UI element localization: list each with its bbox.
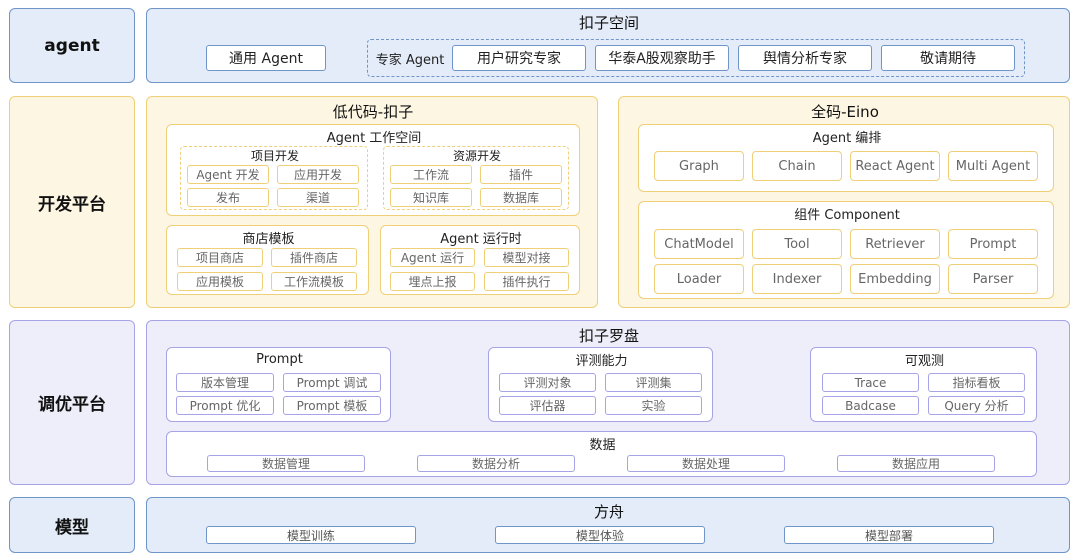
resource-item: 工作流 bbox=[390, 165, 472, 184]
orchestration-item: React Agent bbox=[850, 151, 940, 181]
eval-box: 评测能力 评测对象 评测集 评估器 实验 bbox=[488, 347, 713, 422]
component-box: 组件 Component ChatModel Tool Retriever Pr… bbox=[638, 201, 1054, 299]
orchestration-item: Multi Agent bbox=[948, 151, 1038, 181]
project-item: Agent 开发 bbox=[187, 165, 269, 184]
project-item: 应用开发 bbox=[277, 165, 359, 184]
prompt-item: Prompt 优化 bbox=[176, 396, 274, 415]
row-label-tune: 调优平台 bbox=[9, 320, 135, 485]
eval-item: 评测对象 bbox=[499, 373, 596, 392]
lowcode-panel: 低代码-扣子 Agent 工作空间 项目开发 Agent 开发 应用开发 发布 … bbox=[146, 96, 598, 308]
workspace-title: Agent 工作空间 bbox=[326, 130, 422, 146]
fullcode-title: 全码-Eino bbox=[811, 102, 879, 121]
fullcode-panel: 全码-Eino Agent 编排 Graph Chain React Agent… bbox=[618, 96, 1070, 308]
orchestration-item: Graph bbox=[654, 151, 744, 181]
model-item: 模型体验 bbox=[495, 526, 705, 544]
project-dev-title: 项目开发 bbox=[250, 149, 299, 163]
model-panel-title: 方舟 bbox=[593, 502, 624, 521]
runtime-item: 插件执行 bbox=[484, 272, 569, 291]
component-item: ChatModel bbox=[654, 229, 744, 259]
project-dev-group: 项目开发 Agent 开发 应用开发 发布 渠道 bbox=[180, 146, 368, 210]
row-label-agent: agent bbox=[9, 8, 135, 83]
model-panel: 方舟 模型训练 模型体验 模型部署 bbox=[146, 497, 1070, 553]
data-item: 数据管理 bbox=[207, 455, 365, 472]
eval-item: 评测集 bbox=[605, 373, 702, 392]
observe-item: Query 分析 bbox=[928, 396, 1025, 415]
eval-item: 评估器 bbox=[499, 396, 596, 415]
component-item: Tool bbox=[752, 229, 842, 259]
lowcode-title: 低代码-扣子 bbox=[332, 102, 414, 121]
expert-item: 华泰A股观察助手 bbox=[595, 45, 729, 71]
observe-item: Trace bbox=[822, 373, 919, 392]
component-item: Retriever bbox=[850, 229, 940, 259]
orchestration-title: Agent 编排 bbox=[812, 130, 882, 146]
project-item: 渠道 bbox=[277, 188, 359, 207]
general-agent-box: 通用 Agent bbox=[206, 45, 326, 71]
data-item: 数据应用 bbox=[837, 455, 995, 472]
observe-item: 指标看板 bbox=[928, 373, 1025, 392]
component-item: Prompt bbox=[948, 229, 1038, 259]
resource-dev-title: 资源开发 bbox=[452, 149, 501, 163]
component-item: Loader bbox=[654, 264, 744, 294]
runtime-title: Agent 运行时 bbox=[440, 231, 522, 247]
data-box: 数据 数据管理 数据分析 数据处理 数据应用 bbox=[166, 431, 1037, 477]
resource-item: 插件 bbox=[480, 165, 562, 184]
prompt-box: Prompt 版本管理 Prompt 调试 Prompt 优化 Prompt 模… bbox=[166, 347, 391, 422]
resource-dev-group: 资源开发 工作流 插件 知识库 数据库 bbox=[383, 146, 569, 210]
observe-box: 可观测 Trace 指标看板 Badcase Query 分析 bbox=[810, 347, 1037, 422]
component-item: Embedding bbox=[850, 264, 940, 294]
tune-panel-title: 扣子罗盘 bbox=[578, 326, 639, 345]
row-label-model: 模型 bbox=[9, 497, 135, 553]
component-item: Parser bbox=[948, 264, 1038, 294]
runtime-item: 模型对接 bbox=[484, 248, 569, 267]
orchestration-box: Agent 编排 Graph Chain React Agent Multi A… bbox=[638, 124, 1054, 192]
expert-item: 用户研究专家 bbox=[452, 45, 586, 71]
eval-title: 评测能力 bbox=[575, 353, 628, 369]
store-box: 商店模板 项目商店 插件商店 应用模板 工作流模板 bbox=[166, 225, 369, 295]
observe-item: Badcase bbox=[822, 396, 919, 415]
orchestration-item: Chain bbox=[752, 151, 842, 181]
data-item: 数据分析 bbox=[417, 455, 575, 472]
workspace-box: Agent 工作空间 项目开发 Agent 开发 应用开发 发布 渠道 资源开发… bbox=[166, 124, 580, 216]
component-title: 组件 Component bbox=[794, 207, 900, 223]
runtime-item: 埋点上报 bbox=[390, 272, 475, 291]
store-item: 项目商店 bbox=[177, 248, 263, 267]
data-title: 数据 bbox=[589, 437, 616, 453]
project-item: 发布 bbox=[187, 188, 269, 207]
prompt-item: Prompt 调试 bbox=[283, 373, 381, 392]
model-item: 模型训练 bbox=[206, 526, 416, 544]
data-item: 数据处理 bbox=[627, 455, 785, 472]
agent-panel: 扣子空间 通用 Agent 专家 Agent 用户研究专家 华泰A股观察助手 舆… bbox=[146, 8, 1070, 83]
tune-panel: 扣子罗盘 Prompt 版本管理 Prompt 调试 Prompt 优化 Pro… bbox=[146, 320, 1070, 485]
store-title: 商店模板 bbox=[242, 231, 295, 247]
prompt-title: Prompt bbox=[256, 351, 303, 367]
expert-agent-group: 专家 Agent 用户研究专家 华泰A股观察助手 舆情分析专家 敬请期待 bbox=[367, 39, 1025, 77]
runtime-box: Agent 运行时 Agent 运行 模型对接 埋点上报 插件执行 bbox=[380, 225, 580, 295]
agent-panel-title: 扣子空间 bbox=[578, 13, 639, 32]
store-item: 应用模板 bbox=[177, 272, 263, 291]
prompt-item: 版本管理 bbox=[176, 373, 274, 392]
model-item: 模型部署 bbox=[784, 526, 994, 544]
store-item: 插件商店 bbox=[271, 248, 357, 267]
row-label-dev: 开发平台 bbox=[9, 96, 135, 308]
eval-item: 实验 bbox=[605, 396, 702, 415]
resource-item: 知识库 bbox=[390, 188, 472, 207]
resource-item: 数据库 bbox=[480, 188, 562, 207]
observe-title: 可观测 bbox=[904, 353, 944, 369]
expert-item: 舆情分析专家 bbox=[738, 45, 872, 71]
prompt-item: Prompt 模板 bbox=[283, 396, 381, 415]
expert-item: 敬请期待 bbox=[881, 45, 1015, 71]
expert-agent-label: 专家 Agent bbox=[375, 52, 445, 68]
component-item: Indexer bbox=[752, 264, 842, 294]
runtime-item: Agent 运行 bbox=[390, 248, 475, 267]
store-item: 工作流模板 bbox=[271, 272, 357, 291]
